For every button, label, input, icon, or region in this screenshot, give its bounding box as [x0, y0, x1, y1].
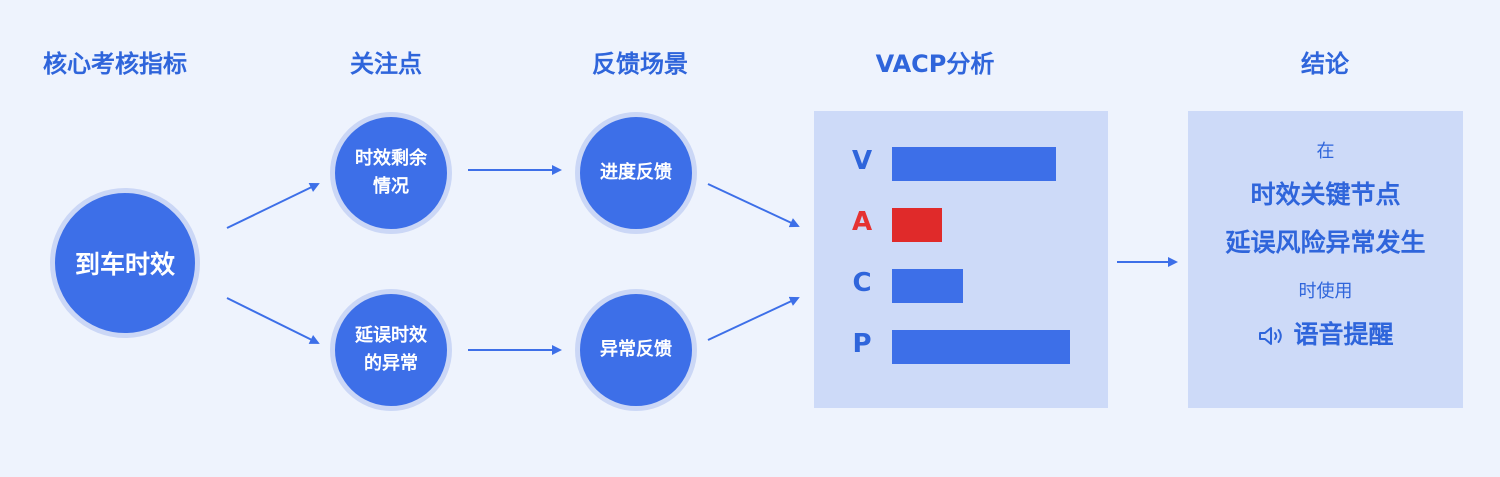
focus-node-label-line2: 的异常: [364, 353, 418, 374]
focus-node-label-line1: 时效剩余: [355, 148, 427, 169]
vacp-panel: V A C P: [814, 111, 1108, 408]
vacp-label-v: V: [851, 146, 873, 176]
conclusion-line-3: 延误风险异常发生: [1225, 228, 1426, 257]
focus-node-delay-anomaly: 延误时效 的异常: [330, 289, 452, 411]
vacp-label-c: C: [852, 268, 872, 298]
arrow-metric-to-focus-top: [226, 182, 320, 229]
focus-node-remaining-time: 时效剩余 情况: [330, 112, 452, 234]
arrow-scene-top-to-vacp: [707, 183, 800, 228]
conclusion-panel: 在 时效关键节点 延误风险异常发生 时使用 语音提醒: [1188, 111, 1463, 408]
arrow-scene-bottom-to-vacp: [707, 296, 800, 341]
focus-node-label-line1: 延误时效: [355, 325, 427, 346]
column-title-conclusion: 结论: [1301, 50, 1349, 78]
vacp-bar-a: [892, 208, 942, 242]
conclusion-line-4: 时使用: [1298, 281, 1353, 302]
metric-node: 到车时效: [50, 188, 200, 338]
scene-node-anomaly: 异常反馈: [575, 289, 697, 411]
vacp-bar-v: [892, 147, 1056, 181]
vacp-label-p: P: [852, 329, 872, 359]
vacp-label-a: A: [851, 207, 873, 237]
conclusion-action: 语音提醒: [1188, 315, 1463, 351]
conclusion-line-1: 在: [1316, 141, 1335, 162]
arrow-metric-to-focus-bottom: [226, 297, 320, 344]
column-title-scene: 反馈场景: [592, 50, 688, 78]
vacp-bar-c: [892, 269, 963, 303]
column-title-focus: 关注点: [350, 50, 422, 78]
conclusion-line-2: 时效关键节点: [1250, 180, 1401, 209]
scene-node-progress: 进度反馈: [575, 112, 697, 234]
scene-node-label: 进度反馈: [600, 162, 672, 183]
vacp-bar-p: [892, 330, 1070, 364]
column-title-vacp: VACP分析: [875, 50, 995, 78]
focus-node-label-line2: 情况: [373, 176, 409, 197]
speaker-icon: [1259, 327, 1283, 345]
scene-node-label: 异常反馈: [600, 339, 672, 360]
column-title-metric: 核心考核指标: [43, 50, 187, 78]
conclusion-action-label: 语音提醒: [1293, 320, 1394, 349]
metric-node-label: 到车时效: [74, 250, 175, 279]
